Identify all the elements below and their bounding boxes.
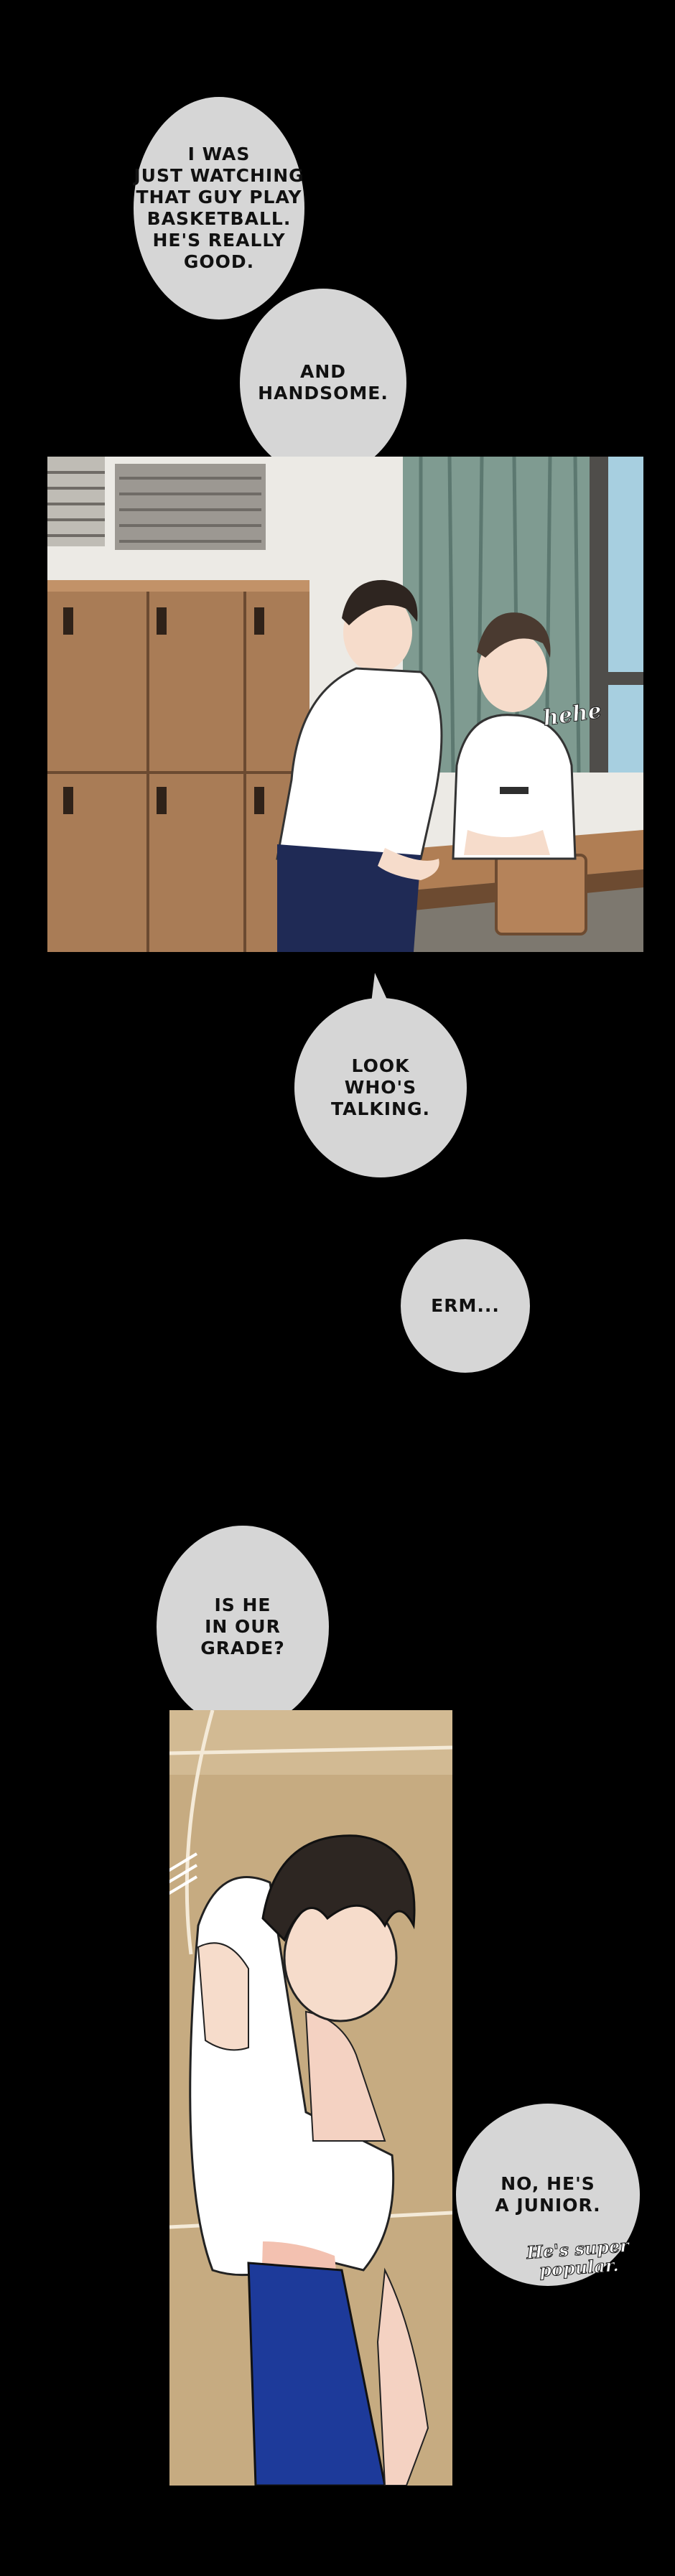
speech-text-5: IS HE IN OUR GRADE? xyxy=(200,1595,285,1658)
speech-text-3: LOOK WHO'S TALKING. xyxy=(330,1055,430,1119)
speech-bubble-3: LOOK WHO'S TALKING. xyxy=(294,998,467,1177)
speech-bubble-2: AND HANDSOME. xyxy=(240,289,406,477)
speech-bubble-1: I WAS JUST WATCHING THAT GUY PLAY BASKET… xyxy=(134,97,304,319)
speech-text-6: NO, HE'S A JUNIOR. xyxy=(495,2173,601,2216)
popular-sfx: He's super popular. xyxy=(526,2235,630,2282)
speech-text-1: I WAS JUST WATCHING THAT GUY PLAY BASKET… xyxy=(134,144,304,272)
classroom-panel: hehe xyxy=(47,457,643,952)
speech-text-2: AND HANDSOME. xyxy=(258,361,388,403)
speech-bubble-4: ERM... xyxy=(401,1239,530,1373)
speech-bubble-6: NO, HE'S A JUNIOR. xyxy=(456,2104,640,2286)
speech-bubble-5: IS HE IN OUR GRADE? xyxy=(157,1526,329,1728)
gym-illustration xyxy=(169,1710,452,2486)
classroom-illustration xyxy=(47,457,643,952)
speech-text-4: ERM... xyxy=(431,1295,500,1316)
speech-tail-3 xyxy=(371,973,391,1009)
gym-panel xyxy=(169,1710,452,2486)
